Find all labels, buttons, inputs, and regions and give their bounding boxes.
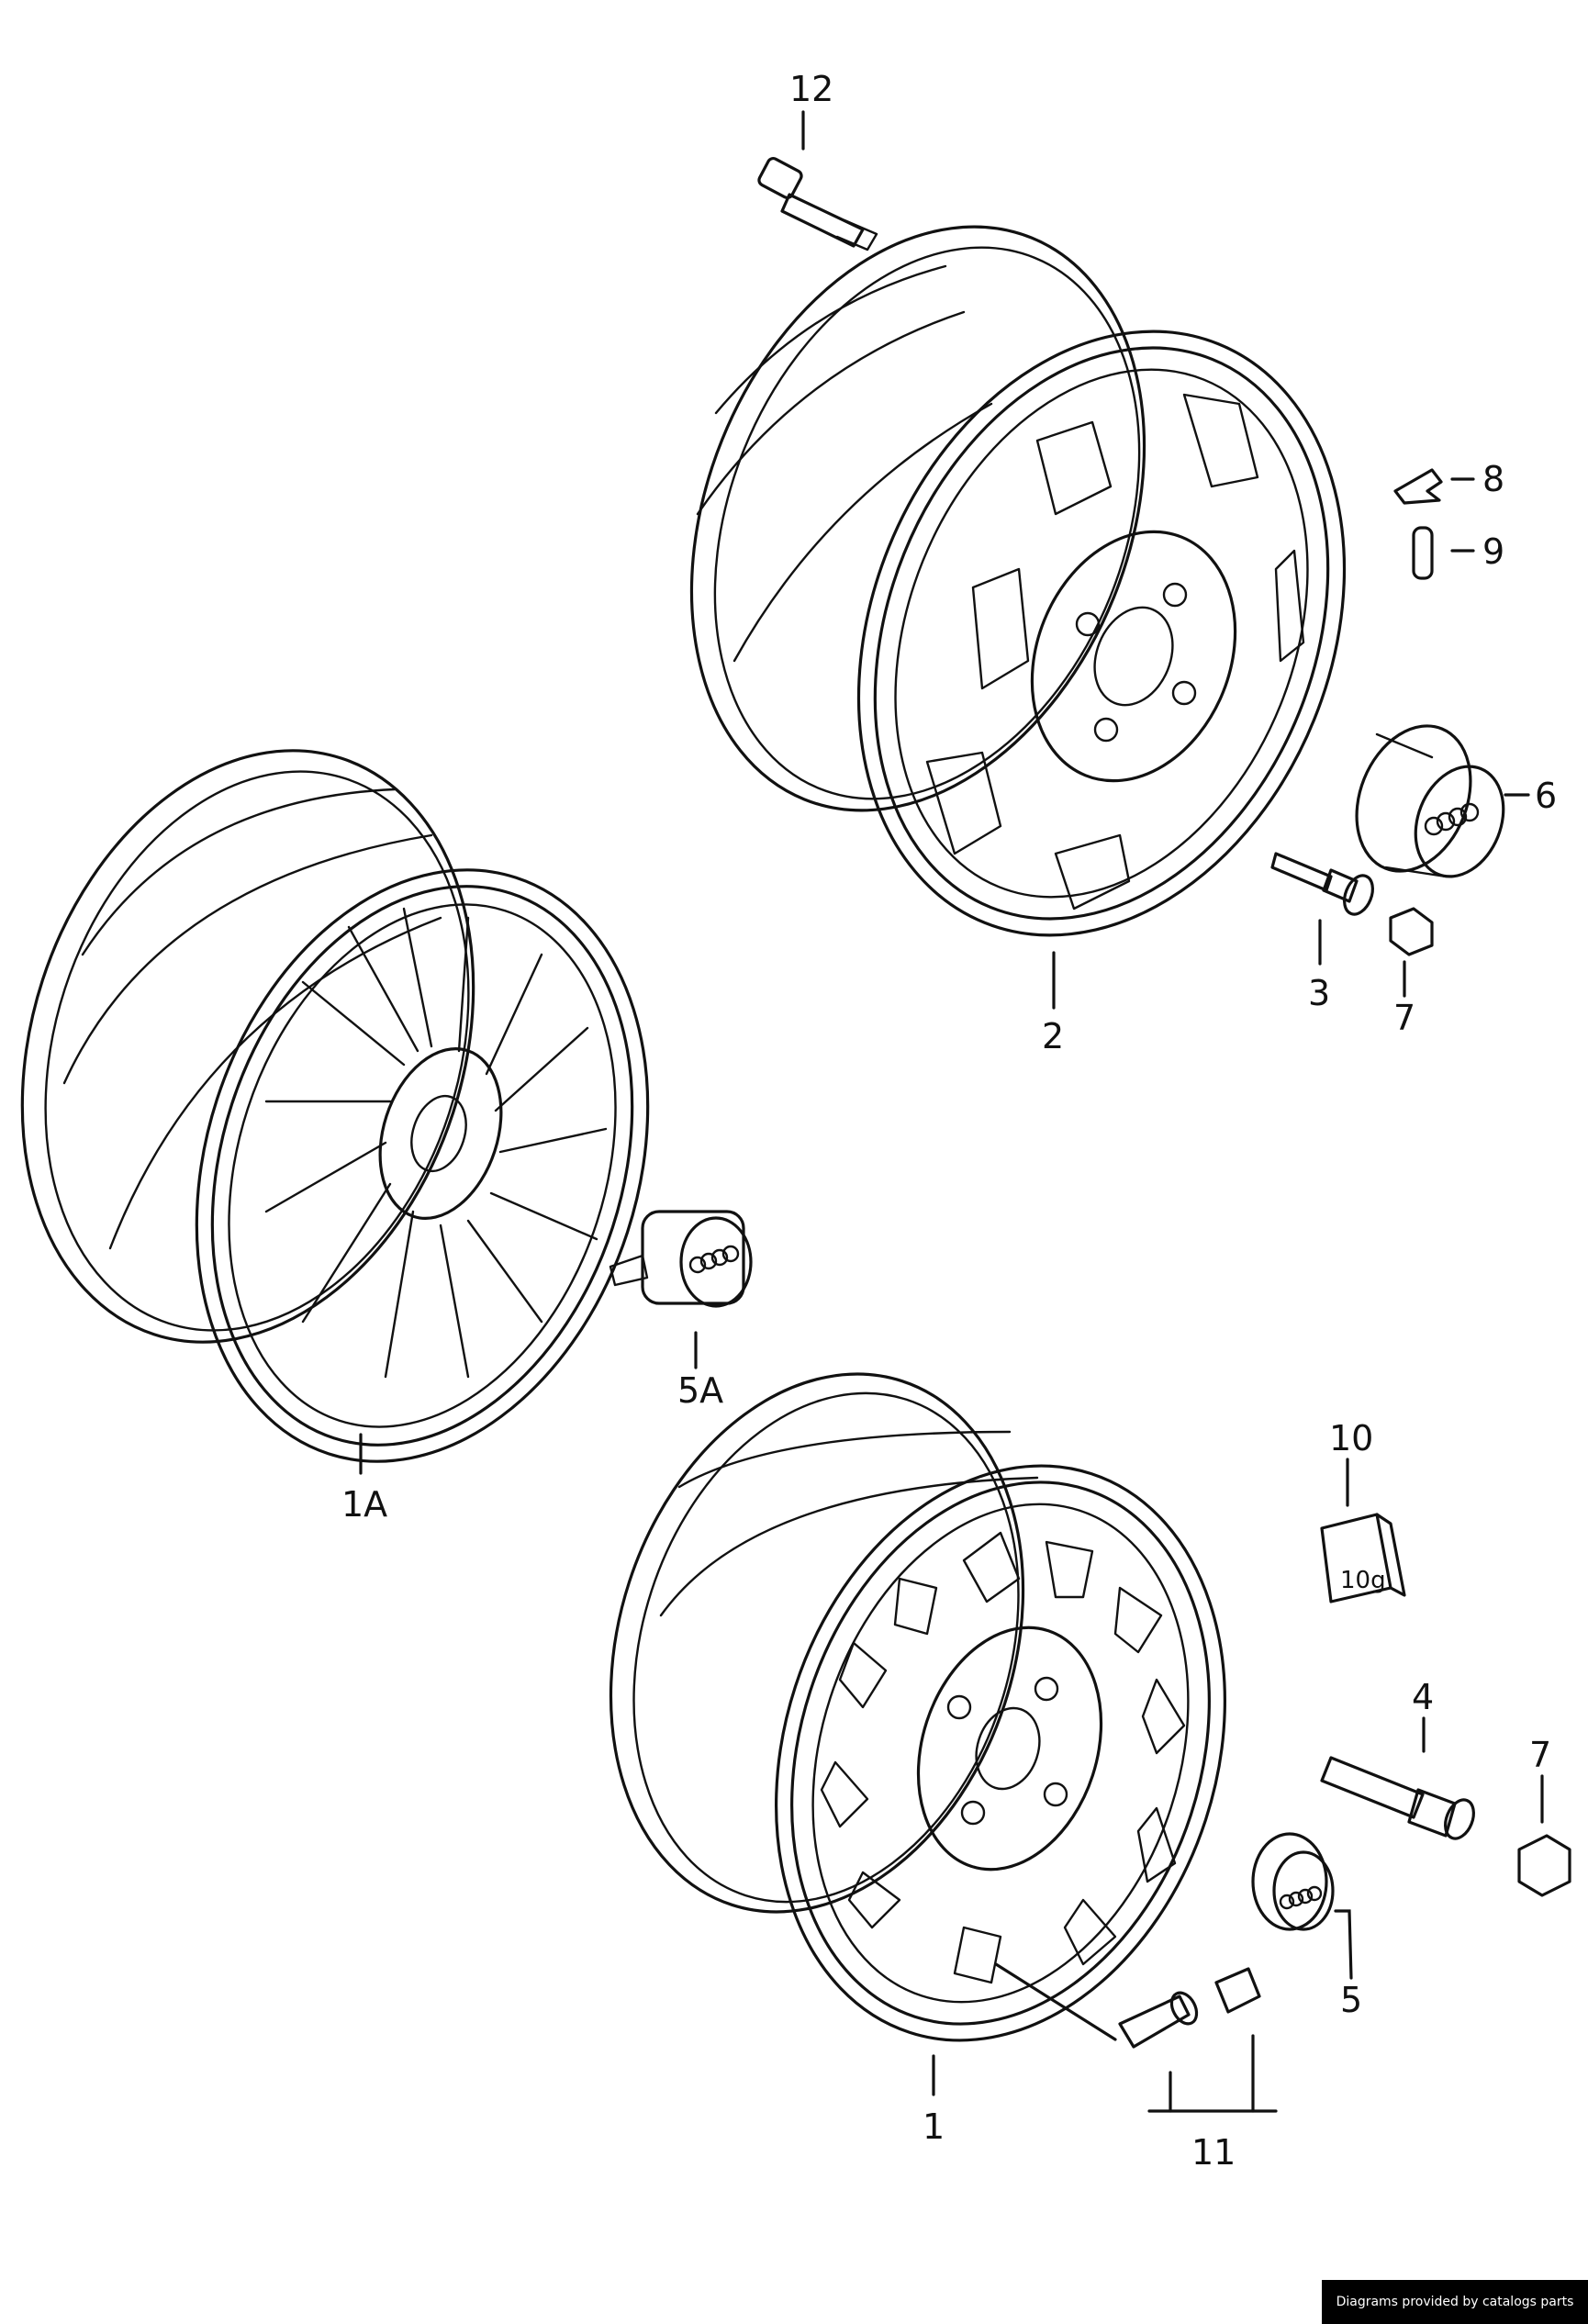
callout-6: 6	[1535, 776, 1557, 816]
wheel-bolt-3	[1270, 852, 1374, 916]
wheel-bolt-4	[1320, 1756, 1475, 1840]
callout-1a: 1A	[341, 1484, 387, 1525]
callout-11: 11	[1191, 2132, 1236, 2173]
callout-7-top: 7	[1393, 998, 1415, 1038]
four-rings-logo-icon	[1424, 802, 1480, 836]
callout-5a: 5A	[677, 1370, 723, 1411]
balance-weight-10: 10g	[1320, 1513, 1406, 1603]
alloy-wheel-1	[609, 1372, 1226, 2042]
callout-5: 5	[1340, 1980, 1362, 2020]
callout-9: 9	[1482, 531, 1504, 572]
four-rings-logo-icon	[688, 1245, 740, 1274]
valve-stem-12	[757, 156, 878, 251]
hub-cap-6	[1355, 724, 1505, 878]
callout-1: 1	[923, 2106, 945, 2147]
callout-7-bottom: 7	[1529, 1735, 1551, 1775]
center-cap-5a	[609, 1210, 753, 1308]
callout-4: 4	[1412, 1677, 1434, 1717]
callout-3: 3	[1308, 973, 1330, 1013]
footer-credit: Diagrams provided by catalogs parts	[1322, 2280, 1588, 2324]
callout-10: 10	[1329, 1418, 1373, 1458]
cap-nut-7-top	[1389, 907, 1434, 956]
callout-12: 12	[789, 69, 833, 109]
four-rings-logo-icon	[1279, 1885, 1323, 1910]
clip-8	[1393, 468, 1443, 505]
valve-kit-11	[1118, 1967, 1261, 2049]
callout-8: 8	[1482, 459, 1504, 499]
cap-nut-7-bottom	[1517, 1834, 1571, 1897]
balance-weight-text: 10g	[1340, 1567, 1386, 1594]
steel-wheel-2	[689, 225, 1347, 937]
alloy-wheel-1a	[20, 749, 650, 1463]
leader-lines	[359, 110, 1544, 2113]
callout-2: 2	[1042, 1016, 1064, 1056]
center-cap-5	[1251, 1832, 1335, 1931]
pin-9	[1412, 526, 1434, 580]
